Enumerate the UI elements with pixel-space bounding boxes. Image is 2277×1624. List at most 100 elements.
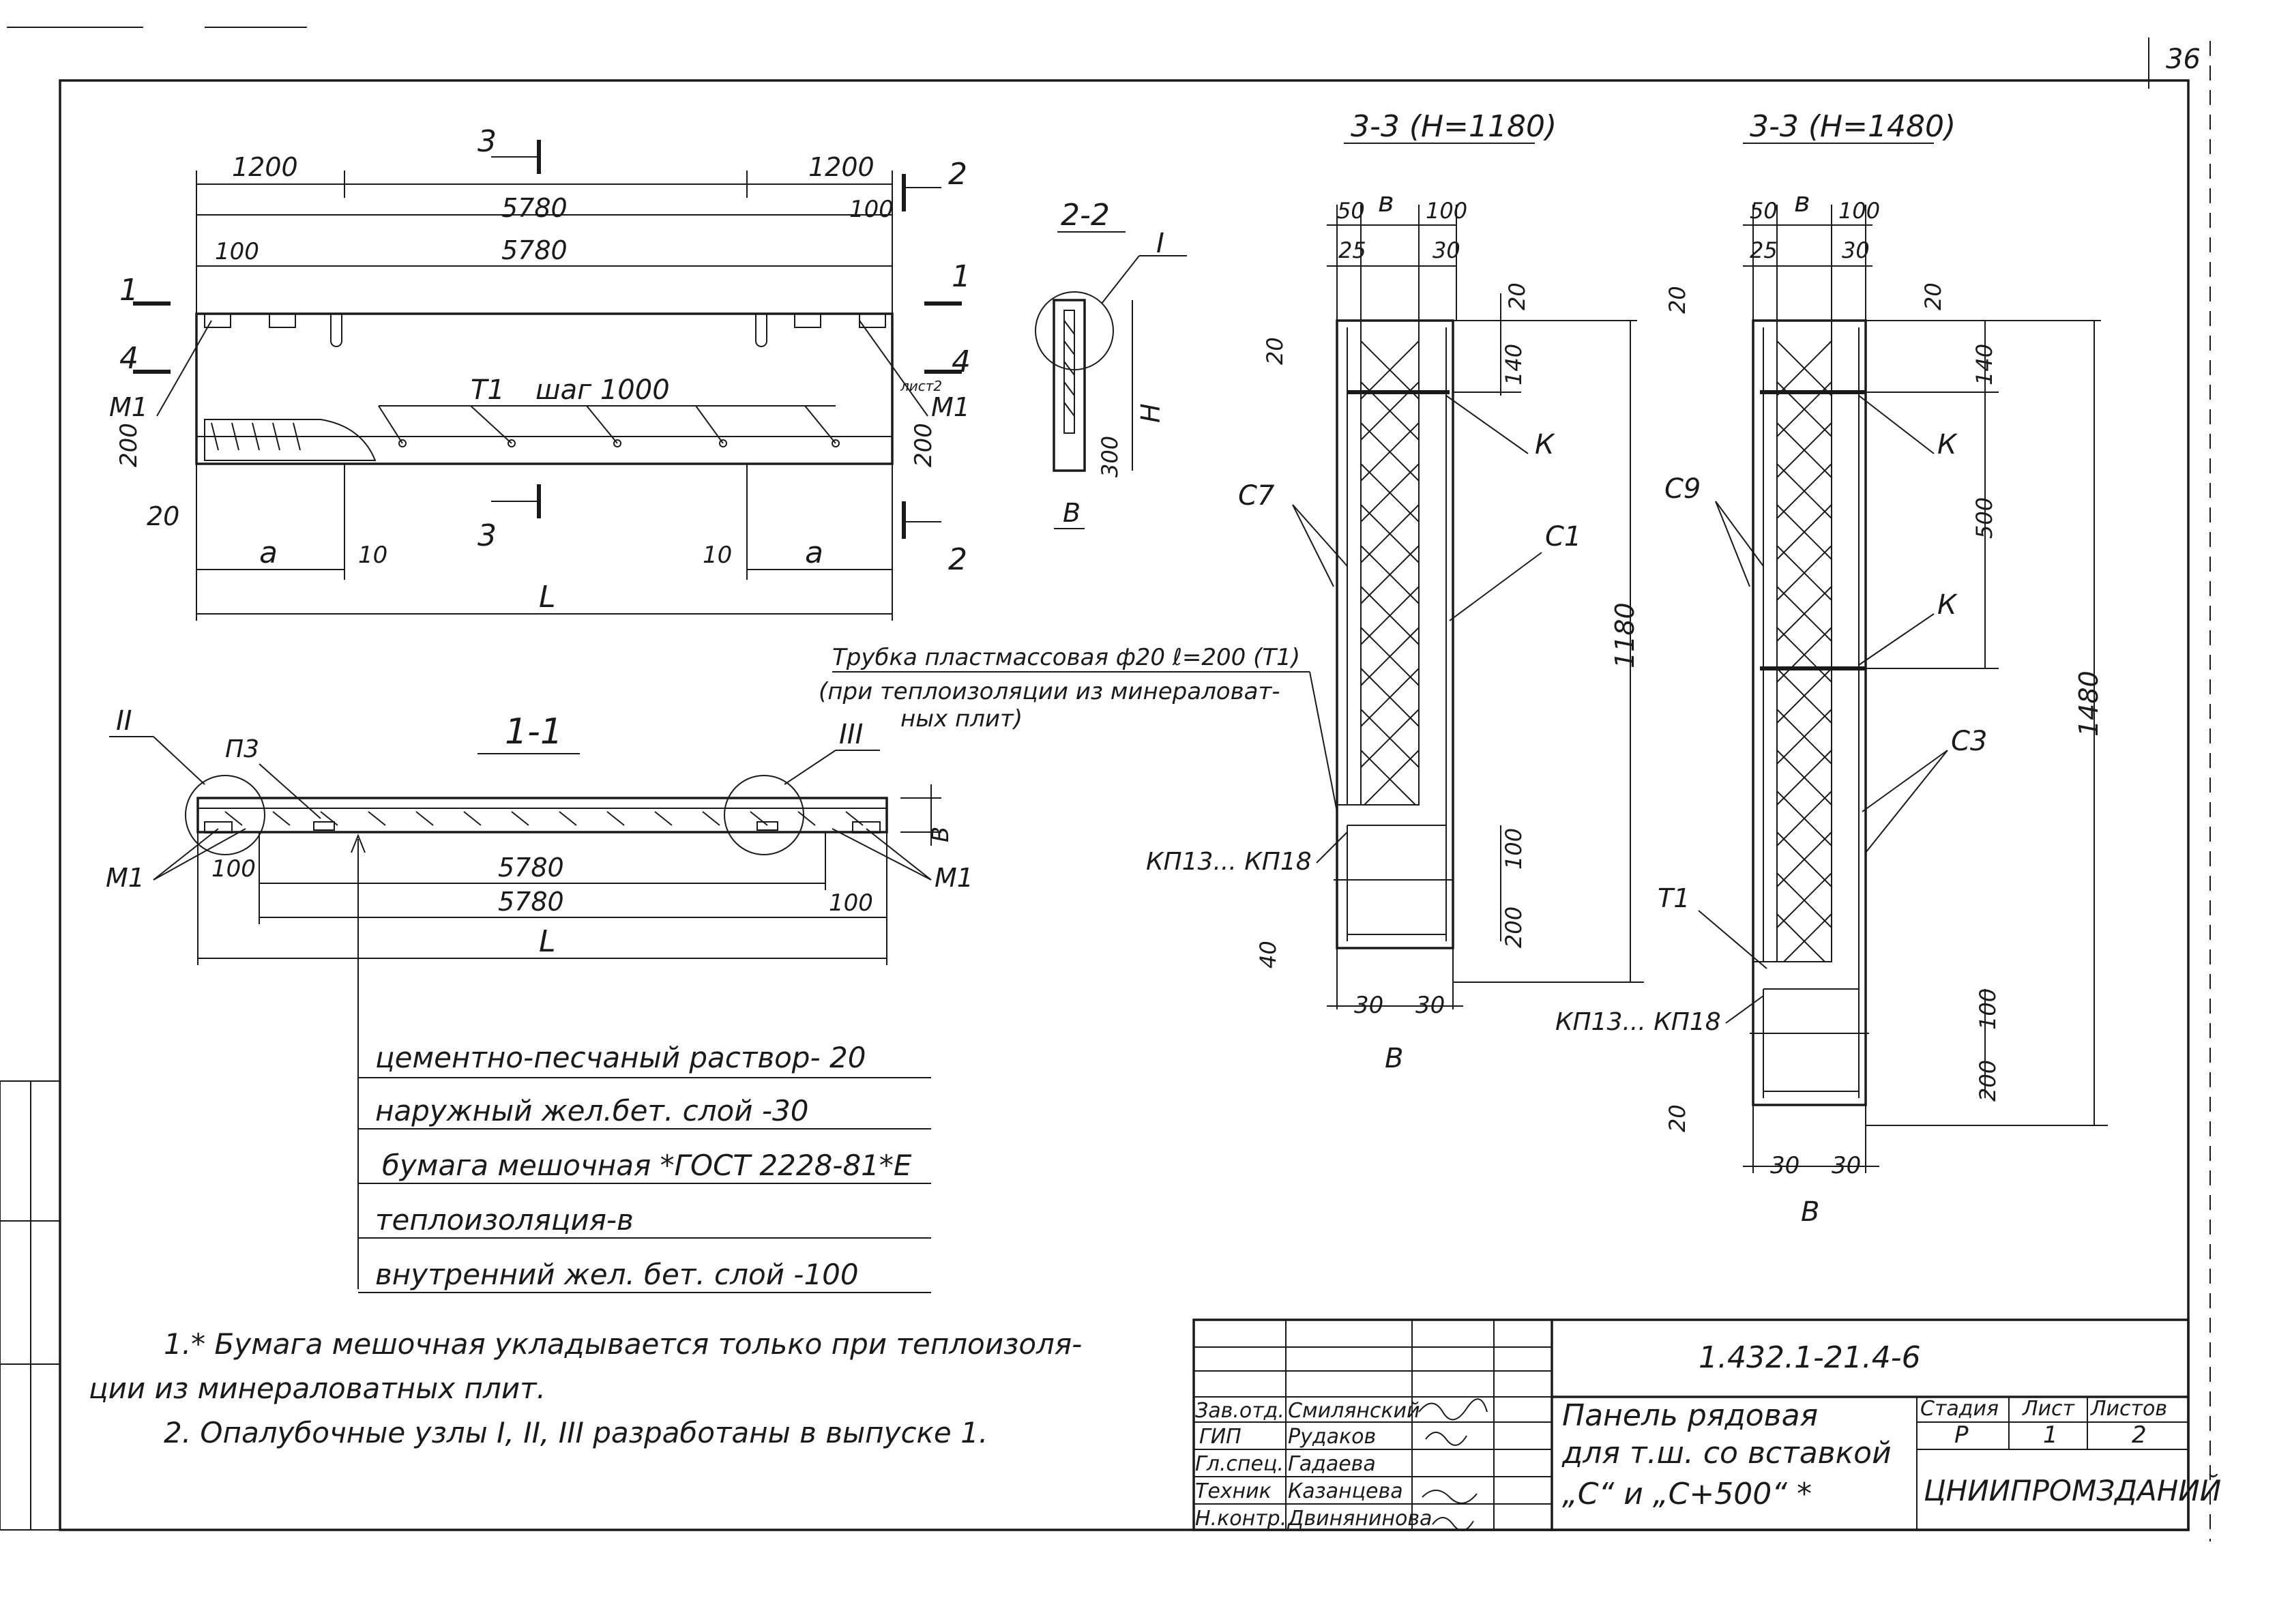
svg-text:Лист: Лист [2022, 1397, 2076, 1421]
svg-text:300: 300 [1097, 436, 1123, 477]
svg-text:С3: С3 [1951, 726, 1987, 757]
svg-text:40: 40 [1255, 941, 1281, 969]
svg-text:1: 1 [2043, 1421, 2058, 1449]
svg-text:20: 20 [147, 501, 179, 531]
page-number: 36 [2166, 44, 2201, 75]
svg-text:ГИП: ГИП [1199, 1425, 1242, 1449]
svg-text:3: 3 [478, 124, 497, 159]
svg-text:5780: 5780 [501, 235, 568, 265]
svg-text:20: 20 [1262, 337, 1288, 365]
svg-text:II: II [116, 705, 132, 737]
svg-text:1180: 1180 [1610, 602, 1640, 668]
svg-text:100: 100 [1501, 828, 1527, 870]
svg-text:Зав.отд.: Зав.отд. [1195, 1399, 1284, 1423]
notes: 1.* Бумага мешочная укладывается только … [89, 1327, 1082, 1449]
svg-text:5780: 5780 [498, 887, 564, 917]
svg-text:100: 100 [215, 238, 259, 265]
note-1a: 1.* Бумага мешочная укладывается только … [164, 1327, 1082, 1361]
svg-text:200: 200 [115, 423, 143, 467]
svg-text:5780: 5780 [501, 193, 568, 223]
svg-text:1480: 1480 [2074, 670, 2104, 737]
sheet-frame [59, 79, 2190, 1531]
svg-text:200: 200 [1975, 1060, 2001, 1102]
note-1b: ции из минераловатных плит. [89, 1372, 546, 1405]
organization: ЦНИИПРОМЗДАНИЙ [1924, 1473, 2221, 1507]
svg-text:L: L [539, 924, 556, 959]
svg-text:Т1: Т1 [471, 374, 505, 406]
svg-text:КП13... КП18: КП13... КП18 [1146, 848, 1312, 876]
title-desc-1: Панель рядовая [1562, 1398, 1818, 1433]
svg-text:Стадия: Стадия [1920, 1397, 1999, 1421]
svg-text:Рудаков: Рудаков [1288, 1425, 1376, 1449]
svg-text:140: 140 [1971, 344, 1997, 385]
layer-2: наружный жел.бет. слой -30 [375, 1094, 808, 1127]
title-block: 1.432.1-21.4-6 Зав.отд. ГИП Гл.спец. Тех… [1192, 1318, 2221, 1531]
tube-note: Трубка пластмассовая ф20 ℓ=200 (Т1) (при… [819, 644, 1338, 812]
svg-text:Р: Р [1954, 1421, 1969, 1449]
svg-text:100: 100 [849, 196, 894, 223]
svg-text:Техник: Техник [1195, 1479, 1272, 1503]
svg-text:Казанцева: Казанцева [1288, 1479, 1403, 1503]
svg-text:В: В [1385, 1043, 1403, 1074]
svg-text:1: 1 [952, 259, 971, 294]
svg-text:С1: С1 [1545, 521, 1581, 552]
layer-4: теплоизоляция-в [375, 1203, 634, 1237]
svg-text:10: 10 [703, 542, 732, 569]
svg-text:Листов: Листов [2090, 1397, 2167, 1421]
svg-text:a: a [259, 535, 278, 570]
layer-5: внутренний жел. бет. слой -100 [375, 1258, 859, 1291]
svg-text:М1: М1 [931, 392, 970, 422]
svg-text:100: 100 [1838, 198, 1880, 224]
layer-3: бумага мешочная *ГОСТ 2228-81*Е [382, 1149, 912, 1182]
svg-text:Гадаева: Гадаева [1288, 1452, 1376, 1476]
svg-text:С9: С9 [1664, 473, 1701, 505]
svg-text:4: 4 [119, 341, 138, 376]
svg-text:I: I [1156, 228, 1164, 259]
svg-text:в: в [1794, 187, 1810, 218]
svg-text:3: 3 [478, 518, 497, 553]
svg-text:30: 30 [1415, 992, 1445, 1019]
svg-text:25: 25 [1338, 237, 1366, 263]
svg-text:50: 50 [1750, 198, 1778, 224]
section-1-1: 1-1 II III П3 М1 М1 В 100 [106, 705, 973, 1289]
svg-text:3-3 (H=1480): 3-3 (H=1480) [1750, 109, 1956, 144]
svg-text:С7: С7 [1238, 480, 1275, 512]
svg-text:30: 30 [1842, 237, 1870, 263]
svg-text:2: 2 [2132, 1421, 2147, 1449]
svg-text:В: В [1063, 498, 1081, 528]
svg-text:П3: П3 [225, 735, 259, 763]
svg-text:М1: М1 [106, 863, 145, 893]
svg-text:в: в [1378, 187, 1394, 218]
svg-text:Т1: Т1 [1658, 883, 1690, 913]
svg-text:3-3 (H=1180): 3-3 (H=1180) [1351, 109, 1557, 144]
layer-list: цементно-песчаный раствор- 20 наружный ж… [358, 1041, 931, 1293]
title-desc-2: для т.ш. со вставкой [1561, 1436, 1892, 1471]
svg-text:500: 500 [1971, 497, 1997, 539]
svg-text:10: 10 [358, 542, 387, 569]
svg-text:Гл.спец.: Гл.спец. [1195, 1452, 1284, 1476]
svg-text:2: 2 [948, 542, 967, 577]
svg-text:шаг 1000: шаг 1000 [535, 374, 670, 406]
section-2-2: 2-2 I H 300 В [1035, 198, 1187, 529]
drawing-code: 1.432.1-21.4-6 [1699, 1340, 1921, 1375]
svg-text:5780: 5780 [498, 853, 564, 883]
svg-text:Двинянинова: Двинянинова [1287, 1507, 1432, 1531]
svg-text:1-1: 1-1 [505, 711, 563, 752]
svg-text:140: 140 [1501, 344, 1527, 385]
svg-text:20: 20 [1920, 282, 1946, 310]
svg-text:25: 25 [1750, 237, 1778, 263]
svg-text:100: 100 [211, 855, 256, 883]
svg-text:30: 30 [1770, 1152, 1799, 1179]
svg-text:20: 20 [1664, 1104, 1690, 1132]
svg-text:L: L [539, 580, 556, 615]
svg-text:200: 200 [1501, 906, 1527, 948]
svg-text:100: 100 [1975, 988, 2001, 1030]
svg-text:ных плит): ных плит) [900, 705, 1023, 733]
svg-text:2: 2 [948, 157, 967, 192]
svg-text:Смилянский: Смилянский [1288, 1399, 1420, 1423]
section-3-3-1480: 3-3 (H=1480) 50 в 100 25 30 20 20 140 50… [1555, 109, 2108, 1228]
svg-text:Н.контр.: Н.контр. [1195, 1507, 1287, 1531]
svg-text:20: 20 [1504, 282, 1530, 310]
svg-text:К: К [1937, 589, 1958, 621]
